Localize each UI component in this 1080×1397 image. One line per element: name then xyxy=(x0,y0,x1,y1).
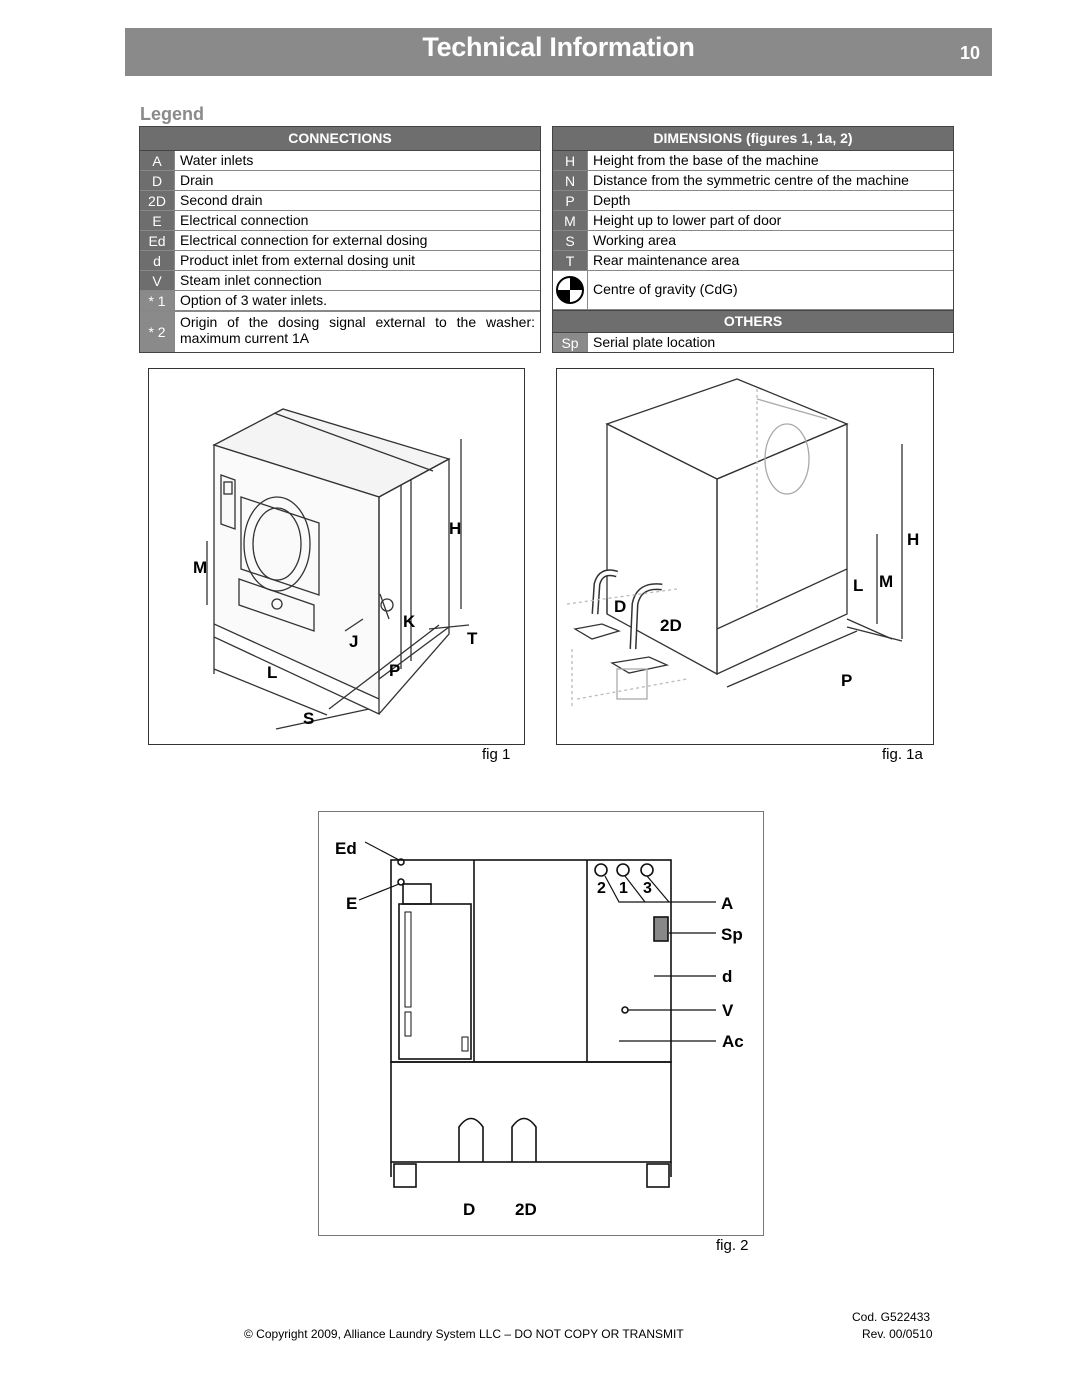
dim-label-l: L xyxy=(267,663,277,682)
row-code: N xyxy=(553,171,588,190)
table-row: Centre of gravity (CdG) xyxy=(553,271,953,310)
row-text: Height up to lower part of door xyxy=(593,212,782,228)
row-text: Origin of the dosing signal external to … xyxy=(180,314,535,346)
drain-label-d: D xyxy=(463,1200,475,1219)
table-row: N Distance from the symmetric centre of t… xyxy=(553,171,953,191)
page-number: 10 xyxy=(959,43,980,63)
footer-copyright: © Copyright 2009, Alliance Laundry Syste… xyxy=(244,1327,684,1341)
table-row: E Electrical connection xyxy=(140,211,540,231)
row-text: Second drain xyxy=(180,192,263,208)
figure-1a: H L M D 2D P xyxy=(556,368,934,745)
table-row: T Rear maintenance area xyxy=(553,251,953,271)
table-row: S Working area xyxy=(553,231,953,251)
row-text: Option of 3 water inlets. xyxy=(180,292,328,308)
row-code: V xyxy=(140,271,175,290)
table-row: d Product inlet from external dosing unit xyxy=(140,251,540,271)
inlet-label-2: 2 xyxy=(597,880,606,897)
dim-label-s: S xyxy=(303,709,314,728)
figure-2-caption: fig. 2 xyxy=(716,1237,749,1254)
row-code: S xyxy=(553,231,588,250)
inlet-label-1: 1 xyxy=(619,880,628,897)
page-header: Technical Information 10 xyxy=(125,28,992,76)
connection-label-v: V xyxy=(722,1001,734,1020)
connection-label-ac: Ac xyxy=(722,1032,744,1051)
row-code: P xyxy=(553,191,588,210)
dim-label-h: H xyxy=(449,519,461,538)
footer-code: Cod. G522433 xyxy=(852,1310,931,1324)
row-code: M xyxy=(553,211,588,230)
connections-table: CONNECTIONS A Water inlets D Drain 2D Secon… xyxy=(139,126,541,353)
connection-label-2d: 2D xyxy=(660,616,682,635)
table-row: Ed Electrical connection for external dos… xyxy=(140,231,540,251)
dim-label-p: P xyxy=(841,671,852,690)
figure-1-caption: fig 1 xyxy=(482,746,511,763)
connections-heading: CONNECTIONS xyxy=(140,127,540,151)
washer-installation-drawing: H L M D 2D P xyxy=(566,378,919,709)
row-code: H xyxy=(553,151,588,170)
dim-label-k: K xyxy=(403,612,416,631)
dim-label-t: T xyxy=(467,629,478,648)
row-text: Product inlet from external dosing unit xyxy=(180,252,416,268)
row-code: d xyxy=(140,251,175,270)
table-row: H Height from the base of the machine xyxy=(553,151,953,171)
table-row: * 1 Option of 3 water inlets. xyxy=(140,291,540,311)
dim-label-m: M xyxy=(879,572,893,591)
washer-rear-drawing: Ed E 2 1 3 A Sp d V Ac D 2D xyxy=(335,839,744,1219)
centre-of-gravity-icon xyxy=(553,271,588,309)
footer-revision: Rev. 00/0510 xyxy=(862,1327,933,1341)
table-row: M Height up to lower part of door xyxy=(553,211,953,231)
dim-label-p: P xyxy=(389,661,400,680)
row-code: 2D xyxy=(140,191,175,210)
row-text: Serial plate location xyxy=(593,334,716,350)
row-text: Drain xyxy=(180,172,214,188)
connection-label-sp: Sp xyxy=(721,925,743,944)
row-code: * 1 xyxy=(140,291,175,310)
figure-1a-caption: fig. 1a xyxy=(882,746,923,763)
page-title: Technical Information xyxy=(422,32,695,62)
others-heading: OTHERS xyxy=(553,310,953,333)
connection-label-ed: Ed xyxy=(335,839,357,858)
row-text: Rear maintenance area xyxy=(593,252,740,268)
connection-label-d: d xyxy=(722,967,732,986)
row-code: E xyxy=(140,211,175,230)
row-code: Ed xyxy=(140,231,175,250)
table-row: Sp Serial plate location xyxy=(553,333,953,352)
dimensions-table: DIMENSIONS (figures 1, 1a, 2) H Height fr… xyxy=(552,126,954,353)
row-code: Sp xyxy=(553,333,588,352)
dim-label-j: J xyxy=(349,632,358,651)
table-row: 2D Second drain xyxy=(140,191,540,211)
row-text: Working area xyxy=(593,232,677,248)
row-text: Electrical connection xyxy=(180,212,309,228)
dim-label-m: M xyxy=(193,558,207,577)
figure-2: Ed E 2 1 3 A Sp d V Ac D 2D xyxy=(318,811,764,1236)
row-code: A xyxy=(140,151,175,170)
row-text: Depth xyxy=(593,192,631,208)
table-row: P Depth xyxy=(553,191,953,211)
row-text: Centre of gravity (CdG) xyxy=(593,281,738,297)
washer-front-drawing: H M K J T L P S xyxy=(193,408,478,730)
row-text: Distance from the symmetric centre of th… xyxy=(593,172,909,188)
connection-label-e: E xyxy=(346,894,357,913)
figure-1: H M K J T L P S xyxy=(148,368,525,745)
row-code: * 2 xyxy=(140,312,175,352)
row-text: Water inlets xyxy=(180,152,254,168)
table-row: D Drain xyxy=(140,171,540,191)
row-code: T xyxy=(553,251,588,270)
inlet-label-3: 3 xyxy=(643,880,652,897)
connection-label-d: D xyxy=(614,597,626,616)
dimensions-heading: DIMENSIONS (figures 1, 1a, 2) xyxy=(553,127,953,151)
row-text: Electrical connection for external dosin… xyxy=(180,232,428,248)
drain-label-2d: 2D xyxy=(515,1200,537,1219)
dim-label-h: H xyxy=(907,530,919,549)
dim-label-l: L xyxy=(853,576,863,595)
row-code: D xyxy=(140,171,175,190)
table-row: A Water inlets xyxy=(140,151,540,171)
table-row: V Steam inlet connection xyxy=(140,271,540,291)
connection-label-a: A xyxy=(721,894,733,913)
row-text: Height from the base of the machine xyxy=(593,152,819,168)
legend-heading: Legend xyxy=(140,104,205,124)
row-text: Steam inlet connection xyxy=(180,272,322,288)
